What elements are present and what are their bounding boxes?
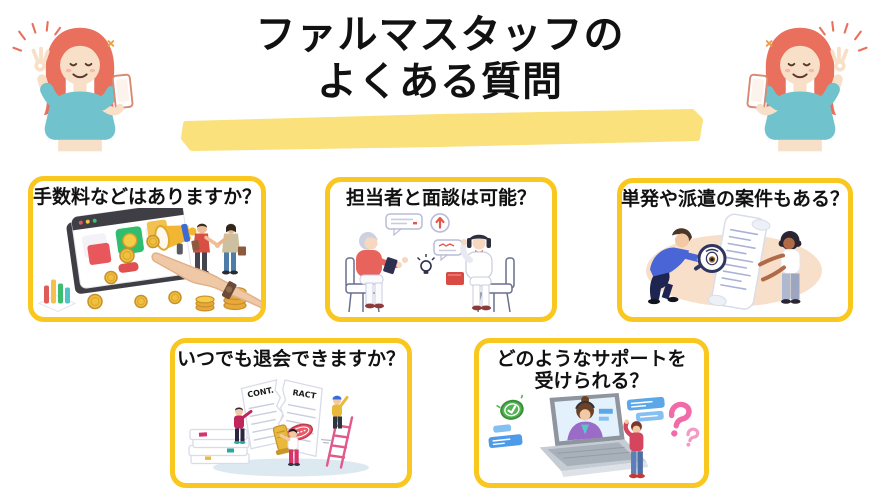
scroll-document-icon bbox=[707, 213, 771, 310]
consultant-person-icon bbox=[356, 232, 408, 309]
page-title-line2: よくある質問 bbox=[317, 58, 563, 105]
faq-question-interview: 担当者と面談は可能？ bbox=[345, 187, 536, 209]
faq-question-spot-jobs: 単発や派遣の案件もある？ bbox=[621, 188, 850, 210]
laptop-video-call-icon bbox=[539, 393, 649, 478]
faq-card-support: どのようなサポートを 受けられる？ bbox=[474, 338, 709, 488]
page-title: ファルマスタッフの よくある質問 bbox=[0, 12, 880, 106]
faq-question-support-line2: 受けられる？ bbox=[534, 370, 649, 393]
man-magnifier-icon bbox=[648, 228, 727, 305]
chat-bar-left-icon bbox=[488, 424, 523, 449]
check-badge-icon bbox=[496, 394, 524, 420]
tiny-person-stamp-icon bbox=[272, 424, 300, 467]
floor-shadow bbox=[213, 458, 369, 477]
speech-bubble-small-icon bbox=[433, 239, 463, 262]
faq-question-support: どのようなサポートを 受けられる？ bbox=[496, 348, 686, 392]
signature-scribble bbox=[320, 438, 332, 444]
speech-bubble-icon bbox=[385, 213, 423, 237]
faq-question-cancel: いつでも退会できますか？ bbox=[176, 348, 405, 370]
woman-holding-scroll-icon bbox=[758, 231, 802, 304]
faq-card-fees: 手数料などはありますか？ bbox=[28, 176, 266, 322]
cancel-illustration: CONT. RACT bbox=[188, 379, 369, 477]
contract-text-right: RACT bbox=[292, 388, 317, 401]
up-arrow-circle-icon bbox=[430, 213, 450, 233]
tiny-person-left-icon bbox=[234, 407, 253, 445]
standing-person-icon bbox=[623, 419, 645, 479]
tiny-person-ladder-icon bbox=[332, 395, 349, 429]
faq-question-support-line1: どのようなサポートを bbox=[496, 348, 687, 370]
bar-chart-icon bbox=[37, 279, 77, 313]
faq-question-fees: 手数料などはありますか？ bbox=[33, 186, 262, 208]
faq-card-interview: 担当者と面談は可能？ bbox=[325, 177, 557, 322]
page-title-line1: ファルマスタッフの bbox=[255, 12, 625, 58]
spot-jobs-illustration bbox=[646, 213, 822, 310]
pointing-hand-icon bbox=[151, 252, 261, 309]
highlight-stroke bbox=[181, 109, 703, 151]
chat-bar-right-icon bbox=[626, 396, 665, 422]
fees-illustration bbox=[37, 208, 261, 313]
faq-card-cancel: いつでも退会できますか？ CONT. bbox=[170, 338, 412, 488]
lightbulb-icon bbox=[417, 254, 435, 274]
pharmacist-person-icon bbox=[446, 234, 493, 311]
paper-stack-icon bbox=[188, 428, 250, 465]
handshake-people-icon bbox=[191, 223, 246, 275]
faq-card-spot-jobs: 単発や派遣の案件もある？ bbox=[617, 178, 853, 322]
question-mark-icon bbox=[668, 401, 700, 447]
support-illustration bbox=[488, 393, 700, 479]
interview-illustration bbox=[345, 213, 515, 313]
